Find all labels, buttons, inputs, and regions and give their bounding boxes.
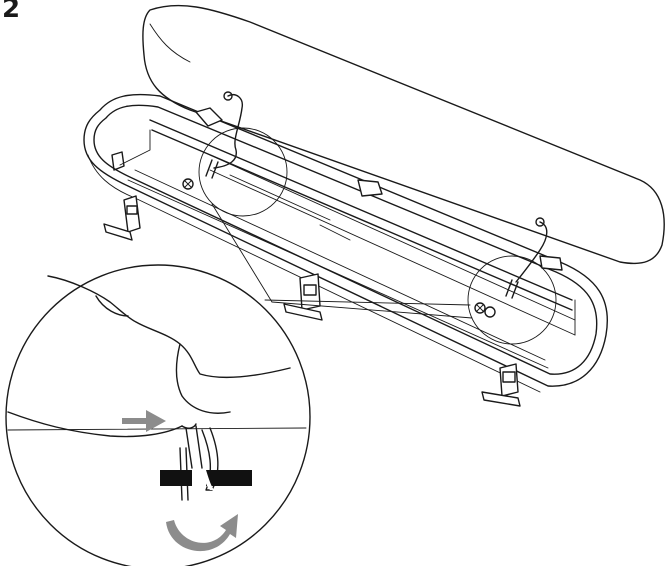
earth-wires (205, 91, 548, 299)
rotate-arrow-icon (166, 514, 238, 552)
ceiling-strip-right (206, 470, 252, 486)
push-arrow-icon (122, 410, 166, 432)
mounting-clip-left (103, 195, 141, 241)
diffuser-cover (142, 4, 665, 265)
lid-latches (195, 107, 563, 271)
mounting-clip-middle (283, 273, 323, 321)
ceiling-strip-left (160, 470, 192, 486)
step-number: 2 (2, 0, 21, 24)
luminaire-housing (83, 93, 608, 393)
mounting-clip-right (481, 363, 521, 407)
magnified-detail (5, 264, 311, 566)
detail-circles (198, 127, 557, 345)
